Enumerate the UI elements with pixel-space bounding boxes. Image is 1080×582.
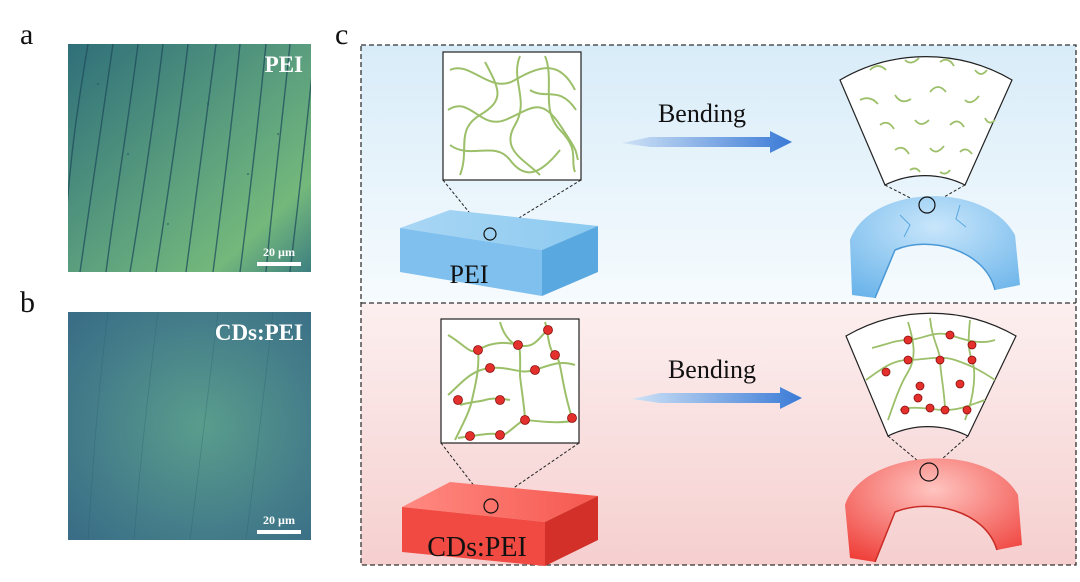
cds-pei-block <box>402 482 598 566</box>
scale-bar-line-b <box>257 530 301 534</box>
pei-bent-zoom-line-left <box>884 184 923 205</box>
scale-bar-label-a: 20 µm <box>263 245 295 259</box>
pei-block-label: PEI <box>450 260 489 289</box>
panel-label-b: b <box>20 286 35 319</box>
panel-c-border <box>360 44 1077 566</box>
cds-bent-network <box>845 312 1017 437</box>
cds-zoom-circle <box>483 498 499 514</box>
panel-label-c: c <box>335 18 349 51</box>
pei-bent-network <box>839 56 1013 186</box>
pei-zoom-line-right <box>495 179 582 233</box>
pei-block <box>400 210 598 296</box>
micrograph-cds-pei-image <box>68 312 311 540</box>
pei-bent-arch <box>850 196 1020 299</box>
scale-bar-line-a <box>257 262 301 266</box>
cds-bent-zoom-line-left <box>887 435 925 467</box>
bending-arrow-bottom <box>632 387 802 409</box>
pei-bent-zoom-circle <box>918 196 936 214</box>
pei-broken-chains <box>859 57 996 175</box>
panel-label-a: a <box>20 18 34 51</box>
cds-zoom-line-right <box>495 442 580 501</box>
scale-bar-b: 20 µm <box>257 513 301 534</box>
cds-bent-arch <box>845 458 1022 563</box>
micrograph-cds-pei: CDs:PEI 20 µm <box>68 312 311 540</box>
micrograph-title-cds-pei: CDs:PEI <box>214 320 303 345</box>
micrograph-pei-image <box>68 44 311 272</box>
micrograph-title-pei: PEI <box>264 52 303 77</box>
cds-bent-zoom-circle <box>919 462 939 482</box>
cds-pei-block-label: CDs:PEI <box>427 532 527 563</box>
cds-crosslink-nodes <box>453 325 577 441</box>
bending-arrow-top <box>622 131 792 153</box>
bending-label-bottom: Bending <box>668 355 756 384</box>
cds-bent-nodes <box>881 330 977 415</box>
bending-label-top: Bending <box>658 99 746 128</box>
pei-polymer-chains <box>447 55 579 176</box>
pei-zoom-circle <box>483 227 497 241</box>
scale-bar-label-b: 20 µm <box>263 513 295 527</box>
micrograph-pei: PEI 20 µm <box>68 44 311 272</box>
scale-bar-a: 20 µm <box>257 245 301 266</box>
